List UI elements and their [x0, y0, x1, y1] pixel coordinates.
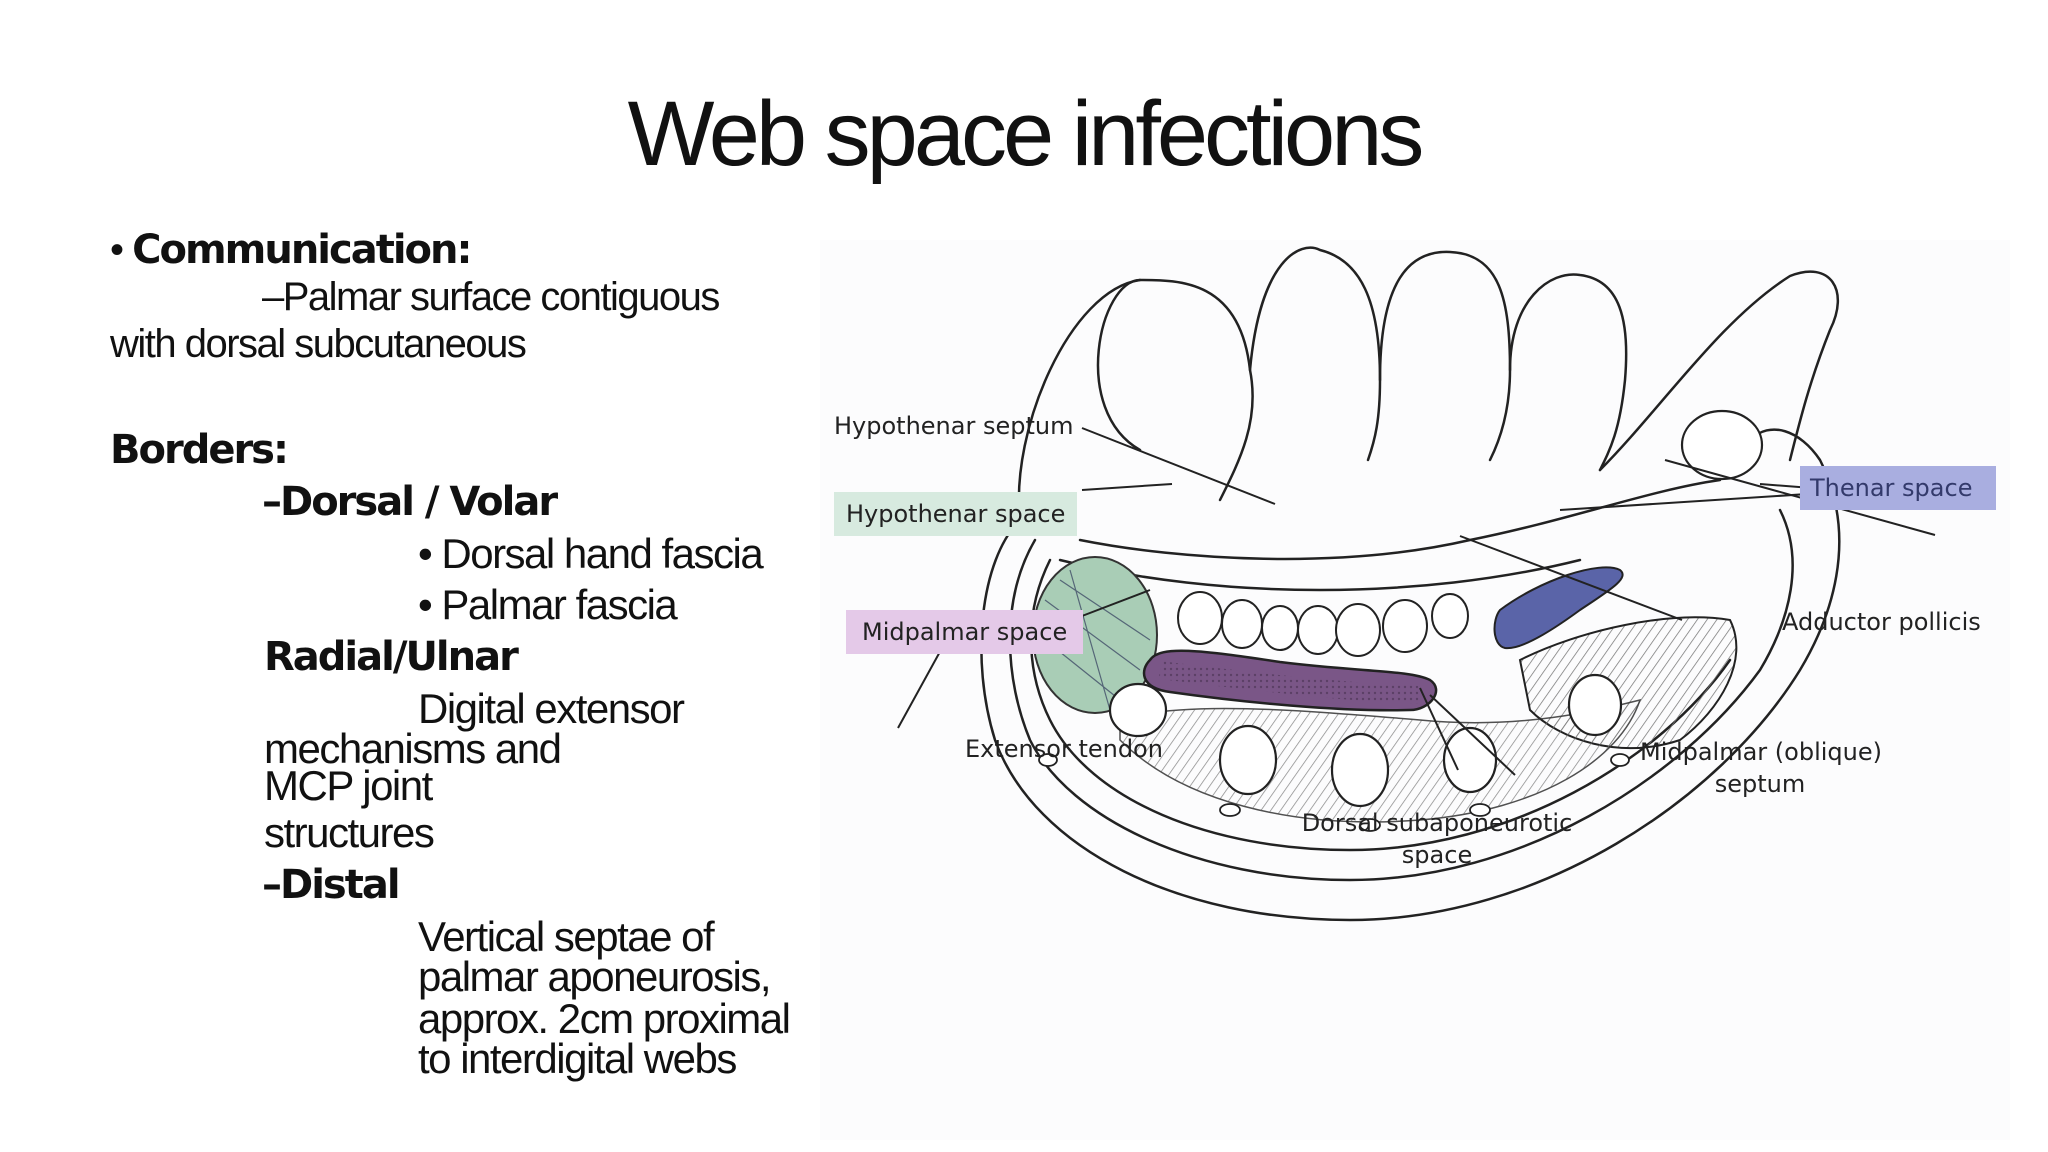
distal-heading: –Distal [262, 862, 401, 908]
communication-heading: Communication: [132, 227, 472, 273]
dorsal-volar-heading: –Dorsal / Volar [262, 479, 558, 525]
radial-ulnar-heading: Radial/Ulnar [264, 634, 519, 680]
label-midpalmar-septum-line-2: septum [1714, 770, 1806, 799]
extensor-tendons [1038, 753, 1630, 832]
digital-extensor-line-2: mechanisms and [264, 725, 562, 772]
hand-cross-section-figure: Hypothenar septum Hypothenar space Midpa… [820, 240, 2010, 1140]
label-dorsal-subaponeurotic-line-2: space [1401, 841, 1473, 870]
flexor-tendons [1177, 591, 1469, 657]
label-dorsal-subaponeurotic-line-1: Dorsal subaponeurotic [1301, 809, 1573, 837]
hypothenar-space-region [1032, 556, 1158, 714]
digital-extensor-line-1: Digital extensor [418, 685, 685, 732]
label-midpalmar-space: Midpalmar space [846, 610, 1084, 655]
label-extensor-tendon: Extensor tendon [965, 735, 1163, 763]
label-dorsal-subaponeurotic-space: Dorsal subaponeurotic space [1282, 807, 1592, 872]
dorsal-hand-fascia-item: • Dorsal hand fascia [418, 530, 764, 577]
digital-extensor-line-3: MCP joint [264, 762, 433, 809]
communication-line-1: –Palmar surface contiguous [262, 275, 720, 319]
label-midpalmar-septum-line-1: Midpalmar (oblique) [1640, 738, 1882, 766]
label-adductor-pollicis: Adductor pollicis [1782, 608, 1981, 636]
septae-line-3: approx. 2cm proximal [418, 995, 791, 1042]
septae-line-1: Vertical septae of [418, 913, 715, 960]
borders-heading: Borders: [110, 427, 289, 473]
thenar-space-region [1493, 566, 1624, 650]
label-hypothenar-septum: Hypothenar septum [834, 412, 1074, 440]
septae-line-4: to interdigital webs [418, 1035, 737, 1082]
communication-line-2: with dorsal subcutaneous [110, 322, 527, 366]
metacarpal-bones [1108, 409, 1764, 808]
label-midpalmar-oblique-septum: Midpalmar (oblique) septum [1640, 736, 1882, 801]
hand-cross-section-illustration [897, 246, 1966, 922]
label-thenar-space: Thenar space [1800, 466, 1996, 511]
slide-title: Web space infections [627, 83, 1425, 185]
communication-item: • Communication: [110, 227, 473, 273]
bullet: • [110, 228, 124, 272]
label-hypothenar-space: Hypothenar space [834, 492, 1078, 537]
septae-line-2: palmar aponeurosis, [418, 953, 772, 1000]
palmar-fascia-item: • Palmar fascia [418, 581, 678, 628]
digital-extensor-line-4: structures [264, 809, 435, 856]
